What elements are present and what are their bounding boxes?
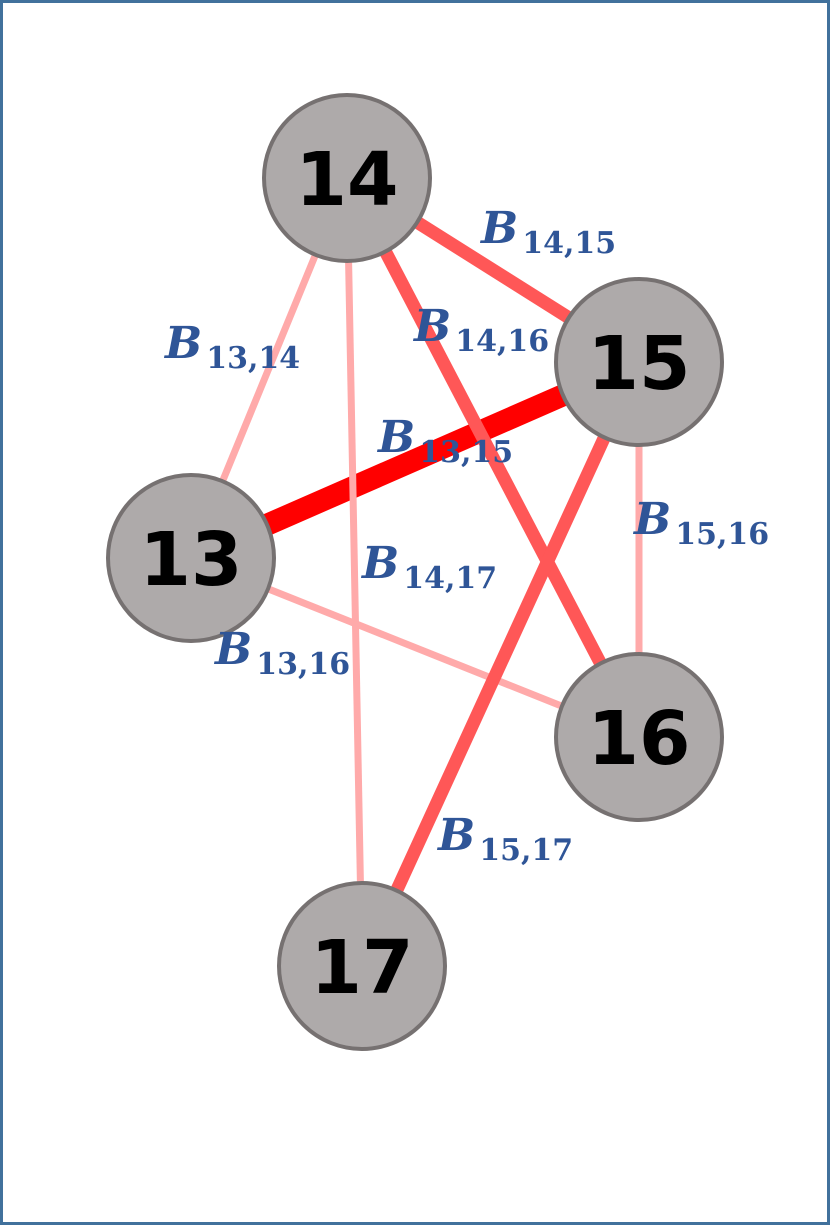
node-16: 16	[554, 652, 724, 822]
edge-label-subscript: 14,15	[522, 226, 616, 261]
node-circle	[262, 93, 432, 263]
node-14: 14	[262, 93, 432, 263]
edge-label-subscript: 13,15	[419, 435, 513, 470]
edge-label-symbol: B	[360, 538, 399, 589]
edge-label-symbol: B	[163, 318, 202, 369]
edge-label-symbol: B	[479, 203, 518, 254]
node-13: 13	[106, 473, 276, 643]
nodes-layer: 13 14 15 16 17	[106, 93, 724, 1051]
edge-label-subscript: 15,17	[479, 833, 573, 868]
node-label: 13	[140, 517, 243, 603]
edge-label-symbol: B	[376, 412, 415, 463]
edge-label-symbol: B	[213, 624, 252, 675]
edge-label-subscript: 14,17	[403, 561, 497, 596]
edge-label-subscript: 15,16	[675, 517, 769, 552]
edge-label-subscript: 13,16	[256, 647, 350, 682]
node-17: 17	[277, 881, 447, 1051]
node-label: 16	[588, 696, 691, 782]
node-15: 15	[554, 277, 724, 447]
node-label: 14	[296, 137, 399, 223]
edge-14-17	[343, 177, 366, 967]
node-label: 17	[311, 925, 414, 1011]
node-circle	[554, 277, 724, 447]
edge-label-symbol: B	[412, 301, 451, 352]
edge-label-subscript: 13,14	[206, 341, 300, 376]
edge-14-16	[341, 174, 645, 741]
edge-15-17	[356, 359, 645, 969]
node-circle	[106, 473, 276, 643]
edge-label-symbol: B	[632, 494, 671, 545]
node-label: 15	[588, 321, 691, 407]
edge-label-symbol: B	[436, 810, 475, 861]
node-circle	[554, 652, 724, 822]
edge-label-subscript: 14,16	[455, 324, 549, 359]
node-circle	[277, 881, 447, 1051]
